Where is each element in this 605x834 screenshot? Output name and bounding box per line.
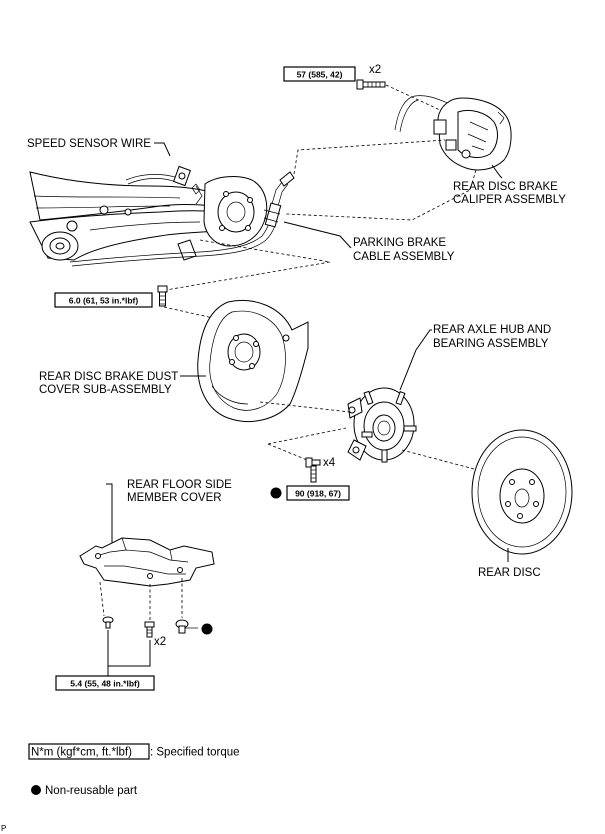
hub-label-line1: REAR AXLE HUB AND — [433, 324, 551, 336]
rear-disc-label: REAR DISC — [478, 567, 541, 579]
floor-cover-torque-bracket — [107, 630, 151, 667]
parking-brake-cable-part — [69, 171, 295, 267]
parking-cable-label-line1: PARKING BRAKE — [353, 237, 446, 249]
caliper-label-line1: REAR DISC BRAKE — [453, 181, 558, 193]
dust-cover-part — [197, 299, 309, 422]
floor-cover-part — [79, 537, 215, 587]
hub-bearing-part — [347, 387, 417, 463]
floor-cover-clip2-icon — [175, 619, 198, 634]
legend-non-reusable-text: Non-reusable part — [45, 785, 138, 797]
speed-sensor-leader-line — [154, 142, 171, 157]
floor-cover-label-line1: REAR FLOOR SIDE — [127, 479, 232, 491]
dust-cover-hub-guide — [259, 401, 351, 413]
caliper-bolt-icon — [356, 79, 386, 90]
hub-label-line2: BEARING ASSEMBLY — [433, 338, 549, 350]
caliper-assembly-part — [394, 95, 512, 171]
floor-cover-label-line2: MEMBER COVER — [127, 492, 222, 504]
hub-torque-group: x4 90 (918, 67) — [270, 457, 350, 501]
caliper-bolt-quantity: x2 — [369, 64, 381, 76]
dust-cover-label-line2: COVER SUB-ASSEMBLY — [39, 384, 172, 396]
floor-cover-non-reusable-dot-icon — [201, 623, 213, 635]
floor-cover-bolt-icon — [144, 621, 155, 638]
dust-cover-bolt-guide-upper — [165, 239, 331, 291]
dust-cover-label-line1: REAR DISC BRAKE DUST — [39, 371, 178, 383]
parking-cable-caliper-guide — [293, 139, 446, 175]
legend: N*m (kgf*cm, ft.*lbf) : Specified torque… — [28, 743, 240, 797]
caliper-bolt-guide — [385, 84, 441, 111]
speed-sensor-wire-part — [125, 165, 192, 187]
hub-disc-guide — [401, 449, 479, 471]
legend-torque-unit: N*m (kgf*cm, ft.*lbf) — [31, 747, 132, 759]
parking-cable-leader-line — [283, 221, 352, 249]
axle-beam-part — [29, 171, 268, 261]
dust-cover-bolt-icon — [157, 285, 168, 307]
caliper-torque-value: 57 (585, 42) — [297, 70, 343, 80]
floor-cover-torque-box — [55, 675, 155, 691]
caliper-torque-group: 57 (585, 42) x2 — [283, 64, 441, 111]
speed-sensor-wire-label: SPEED SENSOR WIRE — [27, 138, 151, 150]
hub-bolt-guide-lower — [267, 443, 313, 463]
dust-cover-torque-group: 6.0 (61, 53 in.*lbf) — [54, 285, 168, 308]
floor-cover-clip-icon — [102, 616, 114, 629]
legend-torque-box — [28, 743, 150, 760]
hub-leader-line — [399, 329, 432, 391]
floor-clip-guide — [99, 581, 105, 617]
caliper-knuckle-guide — [285, 169, 477, 221]
hub-non-reusable-dot-icon — [270, 487, 282, 499]
rear-disc-part — [471, 429, 573, 555]
hub-bolt-icon — [305, 457, 321, 483]
hub-torque-value: 90 (918, 67) — [295, 489, 341, 499]
dust-cover-torque-value: 6.0 (61, 53 in.*lbf) — [69, 296, 139, 306]
caliper-leader-line — [491, 164, 503, 179]
legend-non-reusable-dot-icon — [31, 785, 41, 795]
parking-cable-label-line2: CABLE ASSEMBLY — [353, 251, 455, 263]
hub-bolt-quantity: x4 — [323, 457, 336, 469]
caliper-torque-box — [283, 66, 356, 82]
dust-cover-torque-box — [54, 292, 153, 308]
floor-cover-bolt-quantity: x2 — [154, 636, 166, 648]
legend-torque-desc: : Specified torque — [150, 747, 240, 759]
caliper-label-line2: CALIPER ASSEMBLY — [453, 194, 566, 206]
hub-torque-box — [286, 485, 350, 501]
floor-cover-torque-value: 5.4 (55, 48 in.*lbf) — [70, 679, 140, 689]
floor-cover-leader-line — [106, 483, 113, 550]
hub-bolt-guide-upper — [267, 427, 347, 445]
corner-mark: P — [1, 824, 6, 833]
